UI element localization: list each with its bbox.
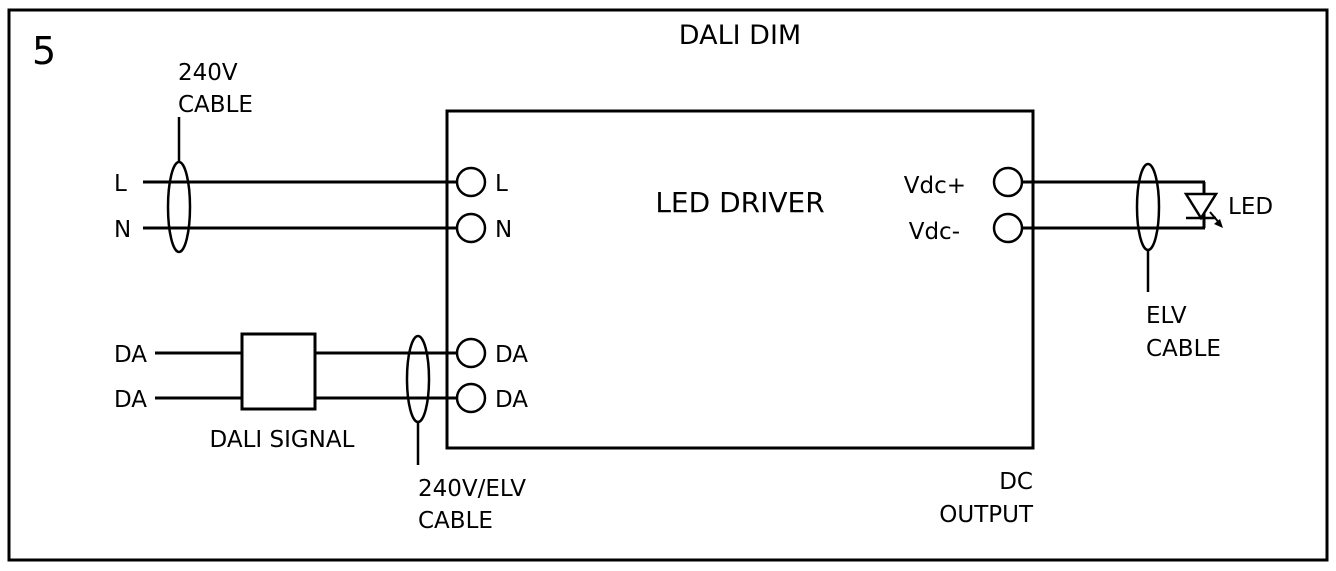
terminal-vdc-neg: [992, 212, 1024, 244]
cable-elv-label-1: ELV: [1146, 303, 1187, 329]
led-symbol: [1183, 182, 1223, 228]
line-l-label: L: [114, 171, 127, 197]
da-top-label: DA: [114, 342, 147, 368]
terminal-vdc-pos: [992, 166, 1024, 198]
dali-input: DA DA DALI SIGNAL 240V/ELV CABLE DA DA: [114, 332, 528, 534]
diagram-number: 5: [32, 29, 56, 73]
mains-input: L N 240V CABLE L N: [114, 60, 512, 254]
dc-output: Vdc+ Vdc- ELV CABLE LED DC OUTPUT: [904, 162, 1273, 528]
dc-output-label-2: OUTPUT: [939, 502, 1034, 528]
line-n-label: N: [114, 217, 131, 243]
terminal-vdc-neg-label: Vdc-: [909, 219, 960, 245]
terminal-da-top-label: DA: [495, 342, 528, 368]
terminal-l: [455, 166, 487, 198]
terminal-da-bottom-label: DA: [495, 387, 528, 413]
terminal-da-top: [455, 337, 487, 369]
led-driver-label: LED DRIVER: [655, 186, 824, 219]
cable-240v-elv-label-2: CABLE: [418, 508, 493, 534]
cable-240v-symbol: [166, 160, 192, 254]
cable-240v-elv-symbol: [405, 334, 431, 424]
cable-elv-label-2: CABLE: [1146, 336, 1221, 362]
terminal-n-label: N: [495, 217, 512, 243]
dc-output-label-1: DC: [999, 469, 1033, 495]
led-driver-box: [445, 109, 1035, 450]
terminal-da-bottom: [455, 382, 487, 414]
led-label: LED: [1228, 194, 1273, 220]
cable-elv-symbol: [1135, 162, 1161, 252]
terminal-n: [455, 212, 487, 244]
dali-signal-label: DALI SIGNAL: [210, 427, 355, 453]
diagram-frame: [7, 8, 1329, 562]
diagram-title: DALI DIM: [679, 20, 801, 51]
da-bottom-label: DA: [114, 387, 147, 413]
cable-240v-label-1: 240V: [178, 60, 238, 86]
terminal-vdc-pos-label: Vdc+: [904, 173, 966, 199]
dali-signal-module: [240, 332, 317, 411]
led-emission-arrowhead: [1214, 219, 1223, 228]
cable-240v-label-2: CABLE: [178, 92, 253, 118]
led-diode-triangle: [1183, 192, 1219, 221]
cable-240v-elv-label-1: 240V/ELV: [418, 476, 526, 502]
terminal-l-label: L: [495, 171, 508, 197]
